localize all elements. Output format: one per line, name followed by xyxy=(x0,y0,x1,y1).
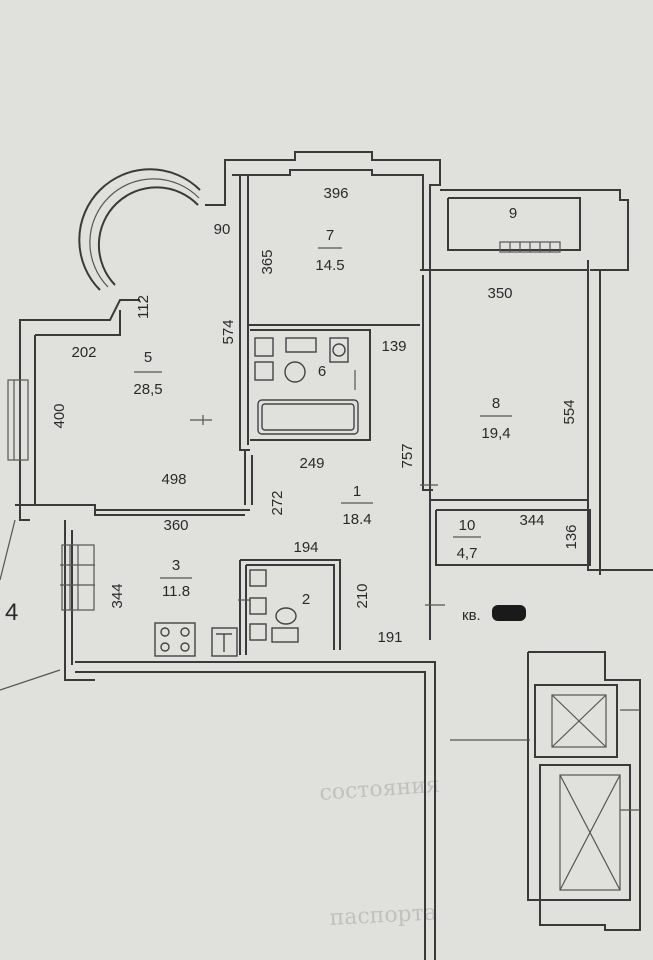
dimension: 191 xyxy=(377,629,402,646)
dimension: 272 xyxy=(269,490,286,515)
dimension: 139 xyxy=(381,338,406,355)
dimension: 757 xyxy=(399,443,416,468)
room-area: 18.4 xyxy=(342,511,371,528)
room-area: 28,5 xyxy=(133,381,162,398)
dimension: 365 xyxy=(259,249,276,274)
dimension: 249 xyxy=(299,455,324,472)
room-9-label: 9 xyxy=(509,205,517,222)
dimension: 574 xyxy=(220,319,237,344)
room-number: 3 xyxy=(172,557,180,574)
room-number: 9 xyxy=(509,205,517,222)
dimension-labels: 396 90 365 112 202 574 400 139 350 554 4… xyxy=(51,185,580,646)
svg-text:паспорта: паспорта xyxy=(329,900,438,931)
redacted-number xyxy=(492,605,526,621)
room-7-label: 7 14.5 xyxy=(315,227,344,274)
apartment-number-label: кв. xyxy=(462,607,481,624)
room-5-label: 5 28,5 xyxy=(133,349,162,398)
toilet-room-fixtures xyxy=(249,569,299,643)
dimension: 202 xyxy=(71,344,96,361)
room-area: 14.5 xyxy=(315,257,344,274)
room-area: 11.8 xyxy=(162,583,190,600)
dimension: 344 xyxy=(519,512,544,529)
radiators xyxy=(499,241,561,253)
room-number: 1 xyxy=(353,483,361,500)
door-marks xyxy=(60,370,445,606)
dimension: 90 xyxy=(214,221,231,238)
kitchen-stove xyxy=(154,622,238,657)
dimension: 210 xyxy=(354,583,371,608)
room-3-label: 3 11.8 xyxy=(160,557,192,600)
side-mark: 4 xyxy=(5,599,18,626)
room-number: 2 xyxy=(302,591,310,608)
dimension: 360 xyxy=(163,517,188,534)
bathroom-fixtures xyxy=(254,337,359,435)
room-1-label: 1 18.4 xyxy=(341,483,373,528)
room-8-label: 8 19,4 xyxy=(480,395,512,442)
dimension: 136 xyxy=(563,524,580,549)
room-number: 5 xyxy=(144,349,152,366)
room-2-label: 2 xyxy=(302,591,310,608)
apartment-label: кв. xyxy=(462,605,526,624)
room-number: 6 xyxy=(318,363,326,380)
room-number: 10 xyxy=(459,517,476,534)
room-6-label: 6 xyxy=(318,363,326,380)
round-bay-window xyxy=(78,168,201,291)
room-10-label: 10 4,7 xyxy=(453,517,481,562)
dimension: 554 xyxy=(561,399,578,424)
dimension: 350 xyxy=(487,285,512,302)
room-area: 19,4 xyxy=(481,425,510,442)
dimension: 344 xyxy=(109,583,126,608)
section-marker: 4 xyxy=(0,519,61,691)
dimension: 396 xyxy=(323,185,348,202)
interior-walls xyxy=(95,175,591,655)
room-number: 8 xyxy=(492,395,500,412)
dimension: 400 xyxy=(51,403,68,428)
elevator-shafts xyxy=(450,651,641,931)
dimension: 194 xyxy=(293,539,318,556)
room-number: 7 xyxy=(326,227,334,244)
center-mark xyxy=(190,415,212,425)
dimension: 498 xyxy=(161,471,186,488)
dimension: 112 xyxy=(135,295,152,319)
room-area: 4,7 xyxy=(457,545,478,562)
